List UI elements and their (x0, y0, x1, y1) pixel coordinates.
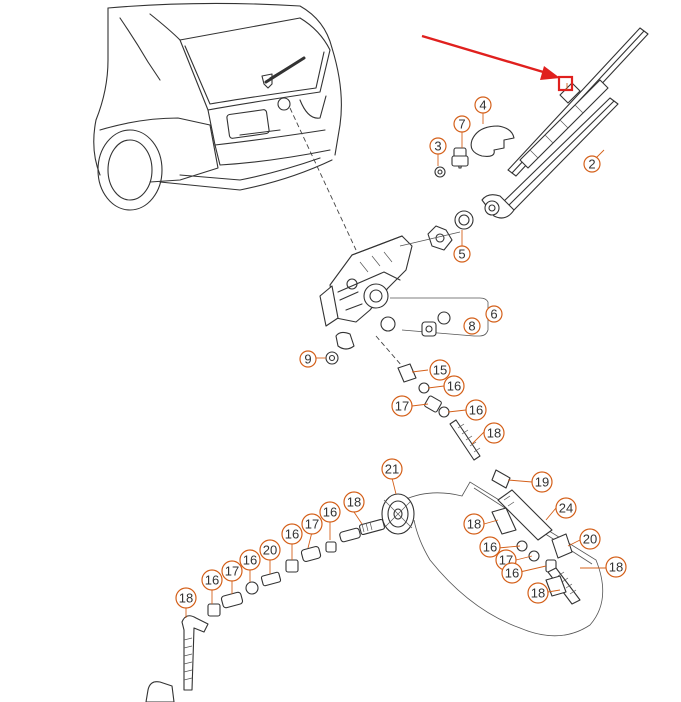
svg-text:17: 17 (225, 564, 239, 579)
hose-connector-chain (397, 363, 511, 489)
callout-4: 4 (474, 96, 492, 114)
svg-text:8: 8 (468, 319, 475, 334)
svg-text:19: 19 (535, 475, 549, 490)
callout-16b: 16 (465, 399, 487, 421)
svg-text:20: 20 (263, 543, 277, 558)
svg-text:18: 18 (179, 591, 193, 606)
svg-text:2: 2 (588, 157, 595, 172)
callout-24: 24 (555, 497, 577, 519)
svg-text:6: 6 (490, 307, 497, 322)
part-nut (325, 351, 339, 365)
callout-3: 3 (429, 137, 447, 155)
callout-20a: 20 (259, 539, 281, 561)
svg-text:5: 5 (458, 247, 465, 262)
callout-21: 21 (381, 458, 403, 480)
callout-5: 5 (453, 245, 471, 263)
svg-text:15: 15 (433, 363, 447, 378)
svg-text:7: 7 (458, 117, 465, 132)
svg-text:16: 16 (243, 553, 257, 568)
callout-20b: 20 (579, 528, 601, 550)
callout-18a: 18 (483, 422, 505, 444)
svg-text:4: 4 (479, 98, 486, 113)
part-cap (470, 125, 515, 157)
callout-8: 8 (463, 317, 481, 335)
svg-text:18: 18 (467, 517, 481, 532)
callout-16h: 16 (479, 536, 501, 558)
part-washer (434, 166, 446, 178)
callout-17d: 17 (221, 560, 243, 582)
red-highlight-box-icon (557, 75, 574, 92)
callout-19: 19 (531, 471, 553, 493)
callout-16d: 16 (281, 523, 303, 545)
callout-18b-right: 18 (463, 513, 485, 535)
callout-16c: 16 (319, 501, 341, 523)
svg-text:18: 18 (347, 495, 361, 510)
lower-right-parts (491, 489, 581, 605)
callout-6: 6 (485, 305, 503, 323)
washer-pump (381, 493, 415, 535)
svg-text:17: 17 (395, 399, 409, 414)
callout-17b: 17 (301, 513, 323, 535)
callouts: 2 4 7 3 5 6 8 9 15 16 17 16 18 19 24 18 … (175, 96, 627, 609)
svg-text:16: 16 (483, 540, 497, 555)
callout-2: 2 (583, 155, 601, 173)
callout-16i: 16 (501, 562, 523, 584)
svg-text:17: 17 (305, 517, 319, 532)
svg-text:16: 16 (205, 573, 219, 588)
callout-17a: 17 (391, 395, 413, 417)
left-hose-chain (145, 518, 385, 702)
callout-18e: 18 (605, 556, 627, 578)
car-to-motor-link (289, 107, 357, 251)
callout-18b: 18 (343, 491, 365, 513)
callout-16e: 16 (239, 549, 261, 571)
callout-16f: 16 (201, 569, 223, 591)
washer-hose-loop (403, 481, 604, 637)
svg-text:16: 16 (323, 505, 337, 520)
red-pointer-arrow-icon (421, 34, 560, 80)
part-grommet (421, 311, 451, 337)
svg-text:18: 18 (609, 560, 623, 575)
wiper-blade (507, 27, 649, 177)
svg-text:16: 16 (505, 566, 519, 581)
svg-text:20: 20 (583, 532, 597, 547)
part-seal (427, 210, 474, 251)
svg-text:16: 16 (447, 379, 461, 394)
svg-text:9: 9 (304, 352, 311, 367)
callout-16a: 16 (443, 375, 465, 397)
svg-text:16: 16 (285, 527, 299, 542)
wiper-arm (481, 97, 619, 219)
car-rear-illustration (93, 2, 342, 211)
svg-text:24: 24 (559, 501, 573, 516)
callout-15: 15 (429, 359, 451, 381)
callout-18f: 18 (527, 582, 549, 604)
svg-text:3: 3 (434, 139, 441, 154)
part-bolt (451, 147, 469, 169)
svg-text:18: 18 (531, 586, 545, 601)
svg-text:16: 16 (469, 403, 483, 418)
callout-18c: 18 (175, 587, 197, 609)
wiper-motor (319, 235, 413, 350)
callout-7: 7 (453, 115, 471, 133)
callout-9: 9 (299, 350, 317, 368)
svg-text:18: 18 (487, 426, 501, 441)
svg-text:21: 21 (385, 462, 399, 477)
motor-to-hose-link (375, 335, 403, 367)
